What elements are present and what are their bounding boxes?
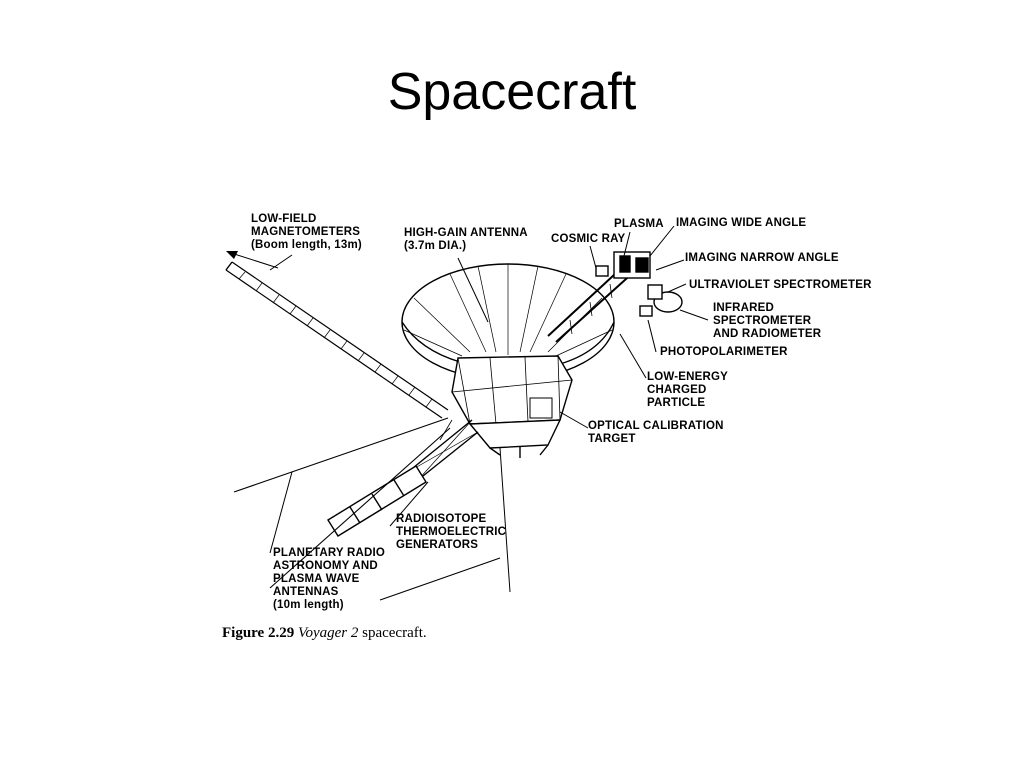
caption-craft-name: Voyager 2 xyxy=(297,625,359,641)
spacecraft-bus xyxy=(451,355,573,458)
label-rtg: RADIOISOTOPE THERMOELECTRIC GENERATORS xyxy=(396,513,510,551)
label-ultraviolet-spectrometer: ULTRAVIOLET SPECTROMETER xyxy=(689,279,872,291)
figure-caption: Figure 2.29 Voyager 2 spacecraft. xyxy=(222,625,427,642)
label-high-gain-antenna: HIGH-GAIN ANTENNA (3.7m DIA.) xyxy=(404,227,531,252)
magnetometer-boom xyxy=(225,251,449,419)
slide-title: Spacecraft xyxy=(387,63,637,121)
label-optical-calibration-target: OPTICAL CALIBRATION TARGET xyxy=(588,420,727,445)
label-imaging-wide-angle: IMAGING WIDE ANGLE xyxy=(676,217,806,229)
label-plasma: PLASMA xyxy=(614,218,664,230)
caption-figure-number: Figure 2.29 xyxy=(222,625,295,641)
science-boom xyxy=(547,251,683,343)
caption-rest: spacecraft. xyxy=(362,625,427,641)
label-photopolarimeter: PHOTOPOLARIMETER xyxy=(660,346,788,358)
label-imaging-narrow-angle: IMAGING NARROW ANGLE xyxy=(685,252,839,264)
label-cosmic-ray: COSMIC RAY xyxy=(551,233,626,245)
rtg-boom xyxy=(327,419,479,537)
label-infrared-spectrometer: INFRARED SPECTROMETER AND RADIOMETER xyxy=(713,302,822,340)
label-low-energy-charged-particle: LOW-ENERGY CHARGED PARTICLE xyxy=(647,371,731,409)
plasma-wave-antennas xyxy=(233,417,501,601)
label-planetary-radio: PLANETARY RADIO ASTRONOMY AND PLASMA WAV… xyxy=(273,547,388,611)
leader-lines xyxy=(269,225,709,593)
label-low-field-magnetometers: LOW-FIELD MAGNETOMETERS (Boom length, 13… xyxy=(251,213,364,251)
